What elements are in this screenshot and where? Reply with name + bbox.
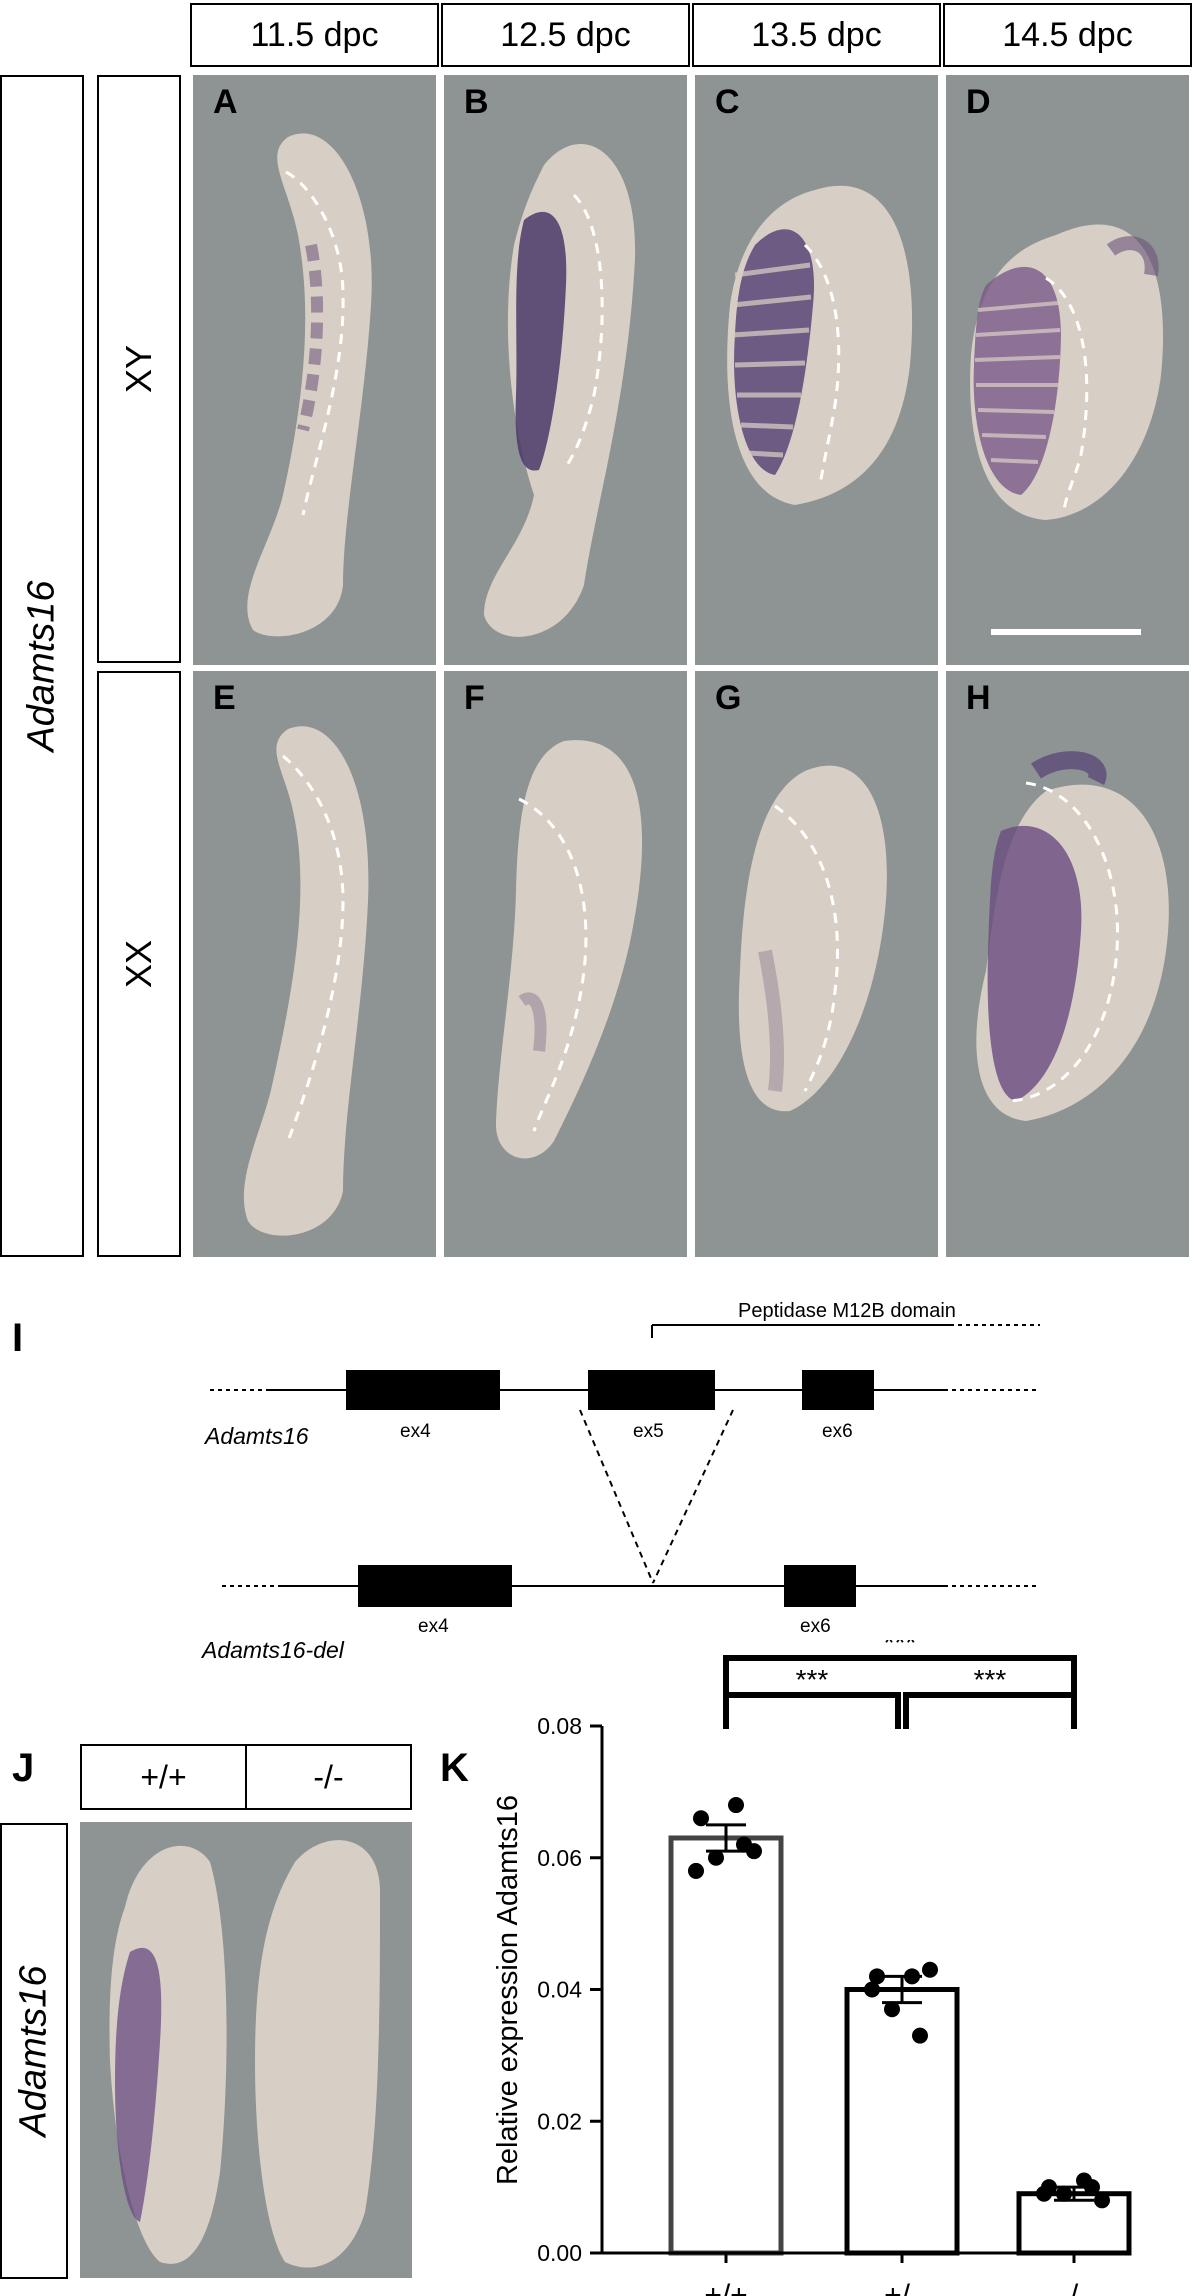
significance-label-0: *** [796,1664,829,1695]
row-label-xx: XX [118,939,159,989]
y-tick-label-3: 0.06 [537,1845,582,1871]
stage-header-1: 11.5 dpc [190,3,439,67]
panel-letter-e: E [213,679,236,717]
micrograph-j [80,1822,412,2278]
stage-header-4: 14.5 dpc [943,3,1192,67]
significance-label-1: *** [974,1664,1007,1695]
y-tick-label-1: 0.02 [537,2108,582,2134]
micrograph-a: A [193,75,436,665]
bar-+/- [844,1987,960,2256]
gene-label: Adamts16 [20,580,63,752]
data-point-1-5 [912,2027,928,2044]
y-tick-label-2: 0.04 [537,1977,582,2003]
row-label-box-xy: XY [97,75,181,663]
micrograph-f: F [444,671,687,1257]
expression-chart: Relative expression Adamts16 0.00 0.02 0.0… [492,1640,1132,2296]
genotype-header-wt: +/+ [82,1746,247,1808]
allele-label-wt: Adamts16 [203,1423,309,1449]
data-point-1-4 [864,1981,880,1998]
panel-j-gene-label: Adamts16 [12,1965,55,2137]
significance-bracket-0 [723,1692,901,1729]
data-point-0-0 [693,1810,709,1827]
panel-letter-f: F [464,679,485,717]
panel-letter-h: H [966,679,991,717]
data-point-0-1 [708,1849,724,1866]
significance-label-2: *** [884,1640,917,1658]
gene-label-box: Adamts16 [0,75,84,1257]
bar-+/+ [668,1835,784,2256]
exon-label-ex5-wt: ex5 [633,1421,664,1442]
x-tick-label-2: -/- [1060,2279,1088,2296]
panel-letter-c: C [715,83,740,121]
micrograph-b: B [444,75,687,665]
y-tick-label-4: 0.08 [537,1713,582,1739]
exon-label-ex4-del: ex4 [418,1616,449,1637]
micrograph-e: E [193,671,436,1257]
micrograph-d: D [946,75,1189,665]
genotype-header: +/+ -/- [80,1744,412,1810]
data-point-2-5 [1084,2179,1100,2196]
data-point-0-2 [728,1797,744,1814]
genotype-header-ko: -/- [313,1758,344,1795]
micrograph-h: H [946,671,1189,1257]
x-tick-label-0: +/+ [704,2279,747,2296]
x-tick-label-1: +/- [884,2279,920,2296]
y-tick-label-0: 0.00 [537,2240,582,2266]
data-point-1-3 [922,1961,938,1978]
section-label-k: K [440,1746,469,1790]
y-axis-label: Relative expression Adamts16 [492,1795,524,2185]
panel-letter-g: G [715,679,742,717]
data-point-1-1 [884,2001,900,2018]
data-point-0-4 [688,1862,704,1879]
panel-letter-d: D [966,83,991,121]
panel-j-gene-box: Adamts16 [0,1823,68,2279]
domain-label: Peptidase M12B domain [738,1300,956,1322]
data-point-1-2 [904,1968,920,1985]
panel-letter-a: A [213,83,238,121]
exon-label-ex6-del: ex6 [800,1616,831,1637]
data-point-2-3 [1094,2192,1110,2209]
gene-schematic: Peptidase M12B domain ex4 ex5 ex6 Adamts… [200,1300,1040,1663]
section-label-i: I [12,1316,24,1360]
significance-bracket-1 [903,1692,1077,1729]
data-point-1-0 [869,1968,885,1985]
exon-label-ex4-wt: ex4 [400,1421,431,1442]
allele-label-del: Adamts16-del [200,1637,345,1663]
significance-bracket-2 [723,1655,1077,1692]
data-point-0-5 [736,1836,752,1853]
stage-header-2: 12.5 dpc [441,3,690,67]
section-label-j: J [12,1746,35,1790]
panel-letter-b: B [464,83,489,121]
data-point-2-4 [1036,2185,1052,2202]
exon-label-ex6-wt: ex6 [822,1421,853,1442]
data-point-2-1 [1056,2185,1072,2202]
stage-header-3: 13.5 dpc [692,3,941,67]
micrograph-g: G [695,671,938,1257]
micrograph-c: C [695,75,938,665]
row-label-xy: XY [118,344,159,394]
row-label-box-xx: XX [97,671,181,1257]
bar--/- [1016,2191,1132,2256]
